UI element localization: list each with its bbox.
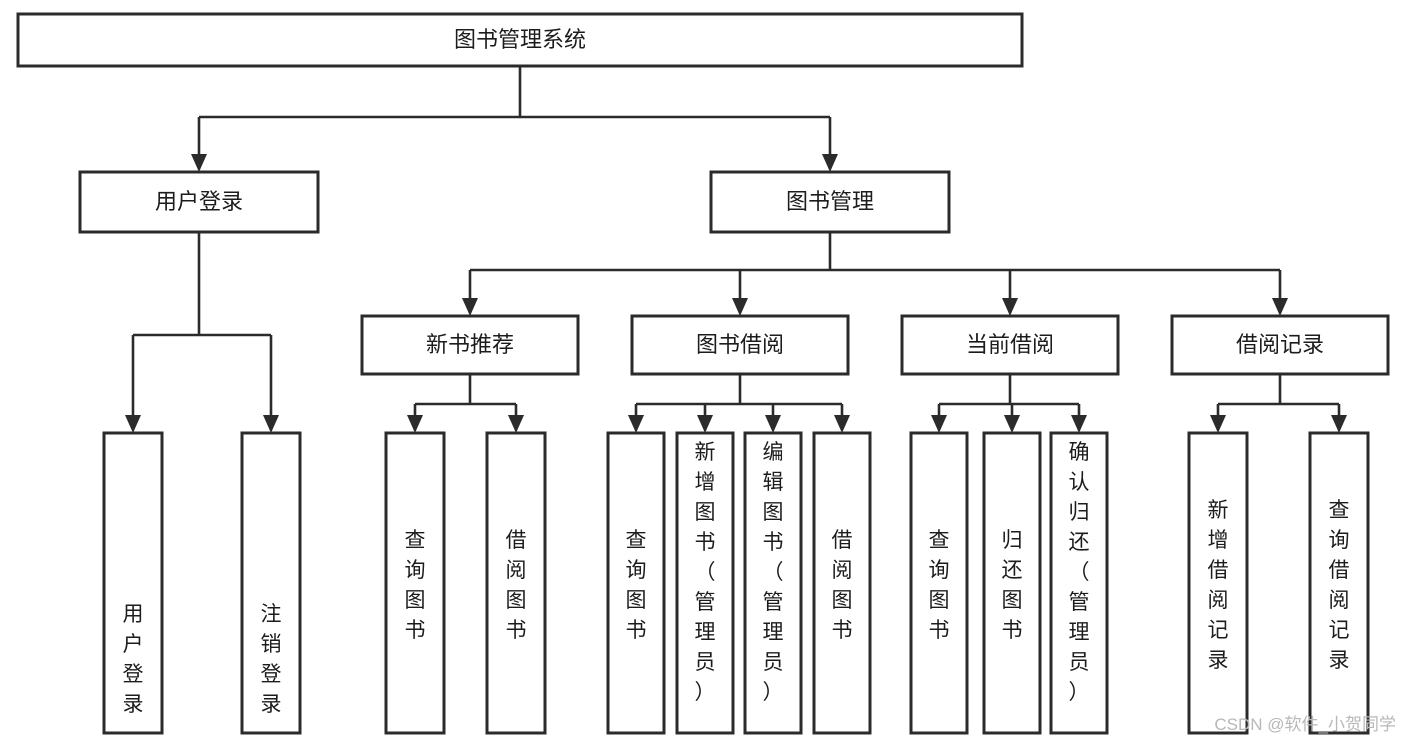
node-leaf-query-book-3-label: 查询图书: [929, 529, 950, 642]
node-user-login-label: 用户登录: [155, 189, 243, 214]
node-leaf-query-book-3-box: [909, 431, 969, 735]
node-current-borrow[interactable]: 当前借阅: [900, 314, 1120, 376]
node-leaf-query-borrow-record-label: 查询借阅记录: [1329, 499, 1350, 672]
watermark-label: CSDN @软件_小贺同学: [1214, 715, 1396, 734]
arrow-head-icon: [1004, 415, 1020, 433]
node-user-login-box: [78, 170, 320, 234]
node-book-borrow-label: 图书借阅: [696, 332, 784, 357]
node-borrow-record[interactable]: 借阅记录: [1170, 314, 1390, 376]
node-layer: 图书管理系统用户登录图书管理新书推荐图书借阅当前借阅借阅记录用户登录注销登录查询…: [16, 12, 1390, 735]
node-leaf-query-book-2-box: [606, 431, 666, 735]
node-leaf-borrow-book-1[interactable]: 借阅图书: [485, 431, 547, 735]
arrow-head-icon: [628, 415, 644, 433]
node-leaf-edit-book-admin-box: [743, 431, 803, 735]
node-leaf-query-book-3[interactable]: 查询图书: [909, 431, 969, 735]
node-leaf-add-book-admin[interactable]: 新增图书（管理员）: [675, 431, 735, 735]
node-leaf-user-login-label: 用户登录: [123, 603, 144, 716]
node-borrow-record-label: 借阅记录: [1236, 332, 1324, 357]
arrow-head-icon: [697, 415, 713, 433]
node-user-login[interactable]: 用户登录: [78, 170, 320, 234]
node-leaf-borrow-book-2-label: 借阅图书: [832, 529, 853, 642]
node-leaf-return-book[interactable]: 归还图书: [982, 431, 1042, 735]
node-book-borrow[interactable]: 图书借阅: [630, 314, 850, 376]
node-book-borrow-box: [630, 314, 850, 376]
arrow-head-icon: [732, 298, 748, 316]
arrow-head-icon: [765, 415, 781, 433]
arrow-head-icon: [1002, 298, 1018, 316]
arrow-head-icon: [822, 154, 838, 172]
node-borrow-record-box: [1170, 314, 1390, 376]
node-leaf-logout-login-box: [240, 431, 302, 735]
node-leaf-add-borrow-record-label: 新增借阅记录: [1208, 499, 1229, 672]
node-leaf-edit-book-admin-label: 编辑图书（管理员）: [763, 441, 784, 704]
node-leaf-logout-login-label: 注销登录: [261, 603, 282, 716]
arrow-head-icon: [508, 415, 524, 433]
node-leaf-query-book-2[interactable]: 查询图书: [606, 431, 666, 735]
node-leaf-borrow-book-1-box: [485, 431, 547, 735]
node-leaf-query-book-1-box: [384, 431, 446, 735]
root-node-book-management-system[interactable]: 图书管理系统: [16, 12, 1024, 68]
node-current-borrow-label: 当前借阅: [966, 332, 1054, 357]
node-leaf-confirm-return-admin-label: 确认归还（管理员）: [1069, 441, 1090, 704]
node-leaf-edit-book-admin[interactable]: 编辑图书（管理员）: [743, 431, 803, 735]
root-node-book-management-system-label: 图书管理系统: [454, 27, 586, 52]
arrow-head-icon: [1331, 415, 1347, 433]
node-book-manage-box: [709, 170, 951, 234]
node-leaf-add-book-admin-box: [675, 431, 735, 735]
node-book-manage[interactable]: 图书管理: [709, 170, 951, 234]
node-leaf-return-book-box: [982, 431, 1042, 735]
node-book-manage-label: 图书管理: [786, 189, 874, 214]
node-leaf-user-login[interactable]: 用户登录: [102, 431, 164, 735]
node-leaf-query-borrow-record-box: [1308, 431, 1370, 735]
node-leaf-query-book-1[interactable]: 查询图书: [384, 431, 446, 735]
arrow-head-icon: [125, 415, 141, 433]
node-leaf-borrow-book-1-label: 借阅图书: [506, 529, 527, 642]
node-leaf-borrow-book-2-box: [812, 431, 872, 735]
arrow-head-icon: [1071, 415, 1087, 433]
node-leaf-user-login-box: [102, 431, 164, 735]
node-leaf-add-book-admin-label: 新增图书（管理员）: [695, 441, 716, 704]
arrow-head-icon: [263, 415, 279, 433]
arrow-head-icon: [462, 298, 478, 316]
node-leaf-borrow-book-2[interactable]: 借阅图书: [812, 431, 872, 735]
node-leaf-confirm-return-admin-box: [1049, 431, 1109, 735]
node-leaf-add-borrow-record-box: [1187, 431, 1249, 735]
arrow-head-icon: [931, 415, 947, 433]
connector-layer: [125, 66, 1347, 433]
arrow-head-icon: [1272, 298, 1288, 316]
arrow-head-icon: [834, 415, 850, 433]
root-node-book-management-system-box: [16, 12, 1024, 68]
arrow-head-icon: [191, 154, 207, 172]
node-leaf-query-borrow-record[interactable]: 查询借阅记录: [1308, 431, 1370, 735]
node-leaf-logout-login[interactable]: 注销登录: [240, 431, 302, 735]
node-leaf-add-borrow-record[interactable]: 新增借阅记录: [1187, 431, 1249, 735]
node-leaf-confirm-return-admin[interactable]: 确认归还（管理员）: [1049, 431, 1109, 735]
node-leaf-return-book-label: 归还图书: [1002, 529, 1023, 642]
node-new-book-recommend-label: 新书推荐: [426, 332, 514, 357]
node-new-book-recommend-box: [360, 314, 580, 376]
node-current-borrow-box: [900, 314, 1120, 376]
node-leaf-query-book-2-label: 查询图书: [626, 529, 647, 642]
arrow-head-icon: [407, 415, 423, 433]
node-leaf-query-book-1-label: 查询图书: [405, 529, 426, 642]
arrow-head-icon: [1210, 415, 1226, 433]
node-new-book-recommend[interactable]: 新书推荐: [360, 314, 580, 376]
